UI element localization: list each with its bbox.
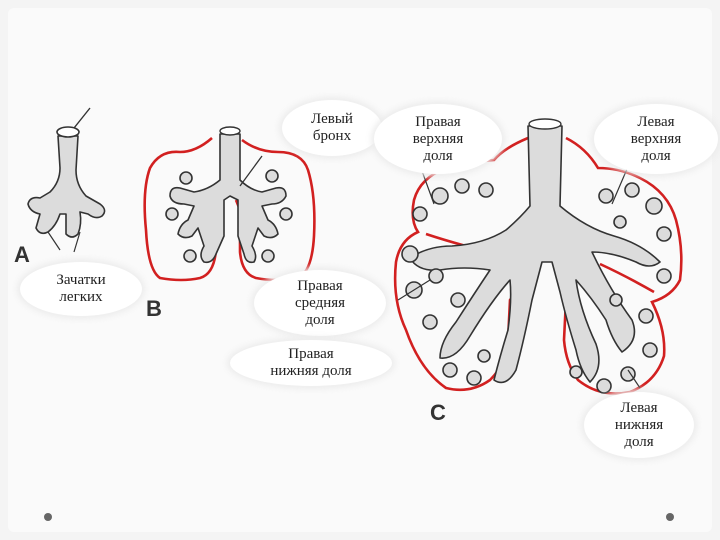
label-left-bronchus: Левый бронх bbox=[282, 100, 382, 156]
slide-decoration-dot-left bbox=[44, 513, 52, 521]
stage-c-bronchial-tree bbox=[393, 118, 683, 395]
slide-decoration-dot-right bbox=[666, 513, 674, 521]
panel-label-c: C bbox=[430, 400, 446, 425]
stage-a-lung-buds bbox=[27, 107, 106, 253]
label-right-lower-lobe: Правая нижняя доля bbox=[230, 340, 392, 386]
panel-label-a: A bbox=[14, 242, 30, 267]
label-left-lower-lobe: Левая нижняя доля bbox=[584, 392, 694, 458]
label-right-middle-lobe: Правая средняя доля bbox=[254, 270, 386, 336]
panel-label-b: B bbox=[146, 296, 162, 321]
stage-b-lobar-buds bbox=[143, 126, 316, 282]
label-left-upper-lobe: Левая верхняя доля bbox=[594, 104, 718, 174]
alveolar-buds-left bbox=[569, 182, 672, 394]
alveolar-buds-right bbox=[401, 178, 494, 386]
label-lung-buds: Зачатки легких bbox=[20, 262, 142, 316]
label-right-upper-lobe: Правая верхняя доля bbox=[374, 104, 502, 174]
